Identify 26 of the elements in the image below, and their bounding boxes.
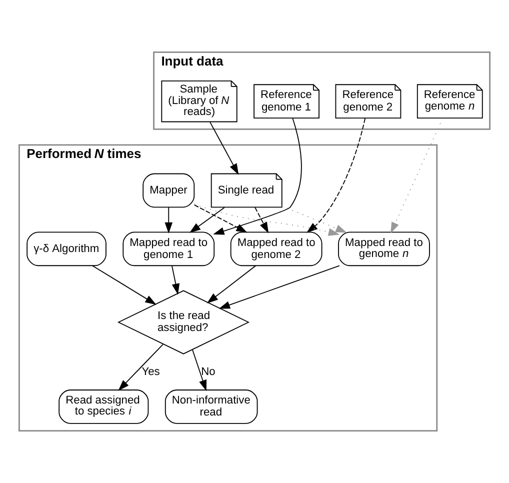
node-box: γ-δ Algorithm — [26, 232, 106, 266]
node-box: Read assigned to species i — [58, 390, 149, 424]
arrow — [118, 344, 164, 391]
arrow — [390, 118, 444, 234]
arrow — [189, 206, 225, 233]
node-box: Non-informative read — [164, 390, 258, 424]
arrow — [254, 206, 269, 234]
arrow — [194, 204, 248, 233]
arrow — [192, 349, 207, 392]
edge-label: No — [201, 366, 216, 378]
arrow — [164, 206, 173, 234]
node-diamond: Is the read assigned? — [117, 290, 250, 354]
arrow — [218, 265, 340, 309]
arrow — [213, 118, 302, 235]
arrow — [306, 118, 366, 233]
arrow — [282, 206, 347, 233]
node-box: Mapped read to genome 1 — [122, 232, 215, 266]
node-box: Mapped read to genome 2 — [230, 232, 322, 266]
arrow — [171, 265, 180, 295]
arrow — [194, 203, 340, 236]
node-box: Mapped read to genome n — [338, 232, 430, 266]
arrow — [206, 265, 256, 304]
arrow — [92, 265, 156, 305]
edge-label: Yes — [142, 366, 160, 378]
node-box: Mapper — [142, 173, 195, 208]
arrow — [210, 122, 239, 175]
